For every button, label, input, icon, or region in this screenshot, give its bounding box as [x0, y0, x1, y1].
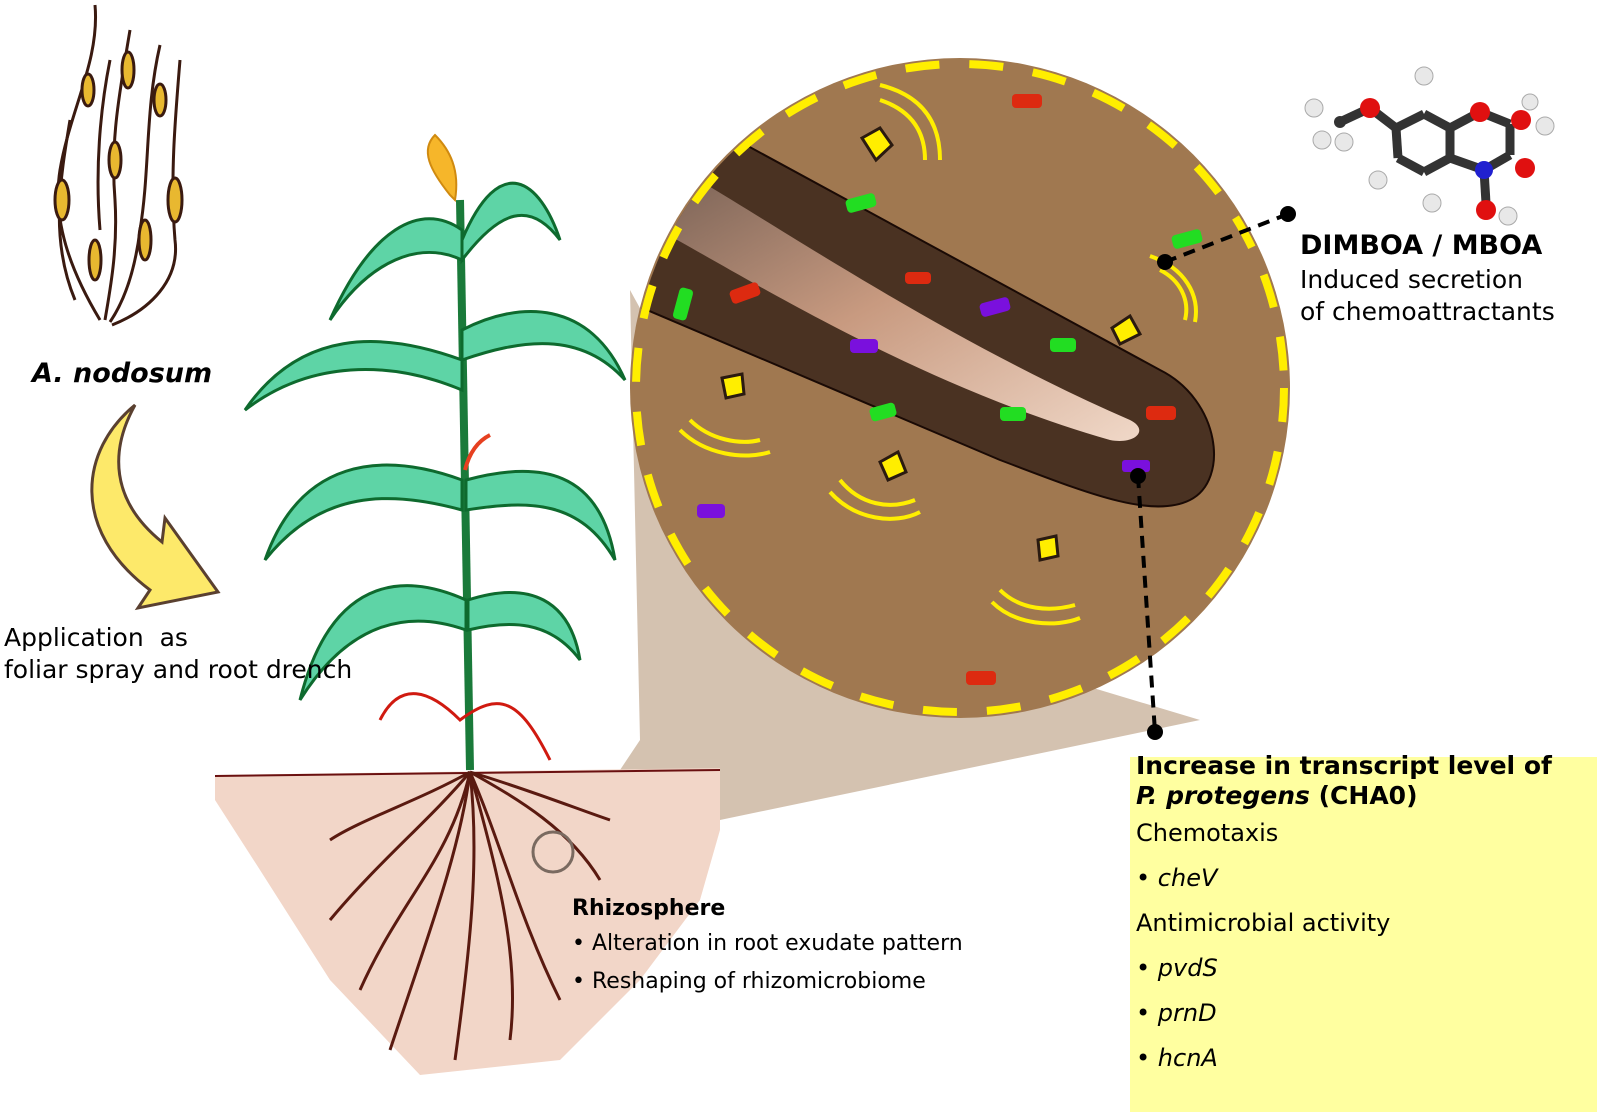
section-heading-antimicrobial: Antimicrobial activity — [1136, 909, 1391, 937]
strain-name: (CHA0) — [1309, 781, 1418, 810]
gene-name: prnD — [1157, 999, 1217, 1027]
species-name: P. protegens — [1136, 781, 1310, 810]
signal-speaker-icons — [720, 126, 1143, 562]
rhizosphere-zoom-circle — [630, 58, 1290, 718]
roots-icon — [328, 770, 611, 1061]
gene-name: pvdS — [1157, 954, 1218, 982]
gene-item: • prnD — [1136, 999, 1217, 1027]
gene-item: • cheV — [1136, 864, 1218, 892]
signal-waves — [678, 83, 1198, 626]
connector-lines — [1130, 206, 1296, 740]
magnifier-cone — [560, 290, 1200, 860]
gene-name: hcnA — [1157, 1044, 1218, 1072]
rhizosphere-bullet: • Reshaping of rhizomicrobiome — [572, 969, 926, 994]
section-heading-chemotaxis: Chemotaxis — [1136, 819, 1279, 847]
gene-name: cheV — [1157, 864, 1218, 892]
dimboa-annotation: DIMBOA / MBOA Induced secretion of chemo… — [1300, 228, 1555, 328]
rhizosphere-annotation: Rhizosphere • Alteration in root exudate… — [572, 893, 963, 1001]
transcript-info-box: Increase in transcript level of P. prote… — [1130, 751, 1597, 1112]
transcript-species-line: P. protegens (CHA0) — [1136, 781, 1597, 811]
dimboa-title: DIMBOA / MBOA — [1300, 230, 1543, 261]
dimboa-molecule-icon — [1304, 66, 1555, 226]
rhizosphere-bullet-text: Alteration in root exudate pattern — [591, 931, 963, 956]
rhizosphere-bullet-text: Reshaping of rhizomicrobiome — [591, 969, 926, 994]
rhizosphere-bullet: • Alteration in root exudate pattern — [572, 931, 963, 956]
dimboa-description-line: of chemoattractants — [1300, 297, 1555, 326]
bacteria-icons — [672, 94, 1203, 685]
rhizosphere-title: Rhizosphere — [572, 896, 726, 921]
seaweed-species-label: A. nodosum — [32, 358, 213, 389]
gene-item: • pvdS — [1136, 954, 1218, 982]
application-method-text: Application as foliar spray and root dre… — [4, 623, 353, 684]
rhizosphere-focus-circle — [531, 830, 575, 874]
seaweed-icon — [53, 4, 184, 327]
curved-arrow-icon — [90, 403, 221, 611]
dimboa-description-line: Induced secretion — [1300, 265, 1524, 294]
gene-item: • hcnA — [1136, 1044, 1218, 1072]
maize-plant-icon — [243, 133, 627, 771]
transcript-title: Increase in transcript level of P. prote… — [1136, 751, 1597, 811]
transcript-title-line: Increase in transcript level of — [1136, 751, 1552, 780]
